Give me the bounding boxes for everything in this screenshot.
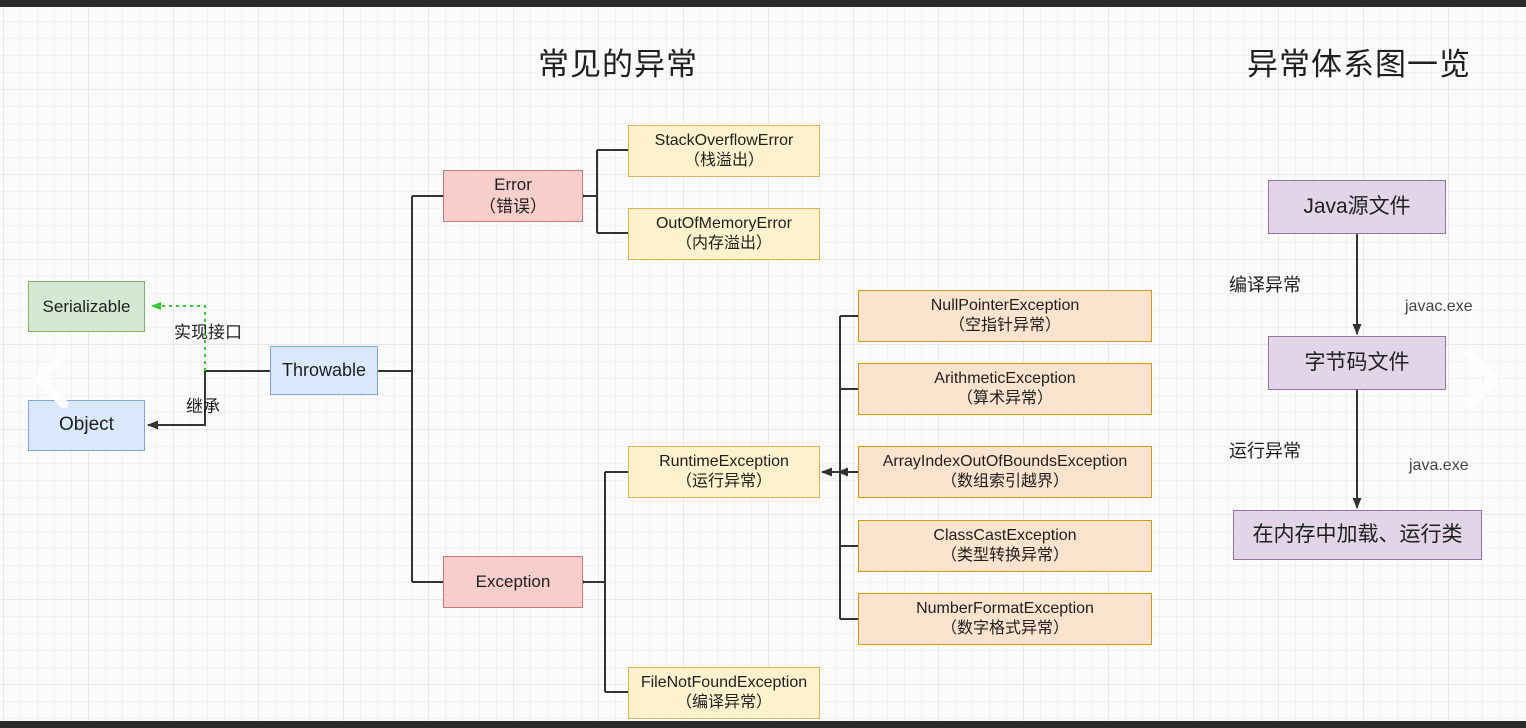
node-stack-overflow-error[interactable]: StackOverflowError （栈溢出）: [628, 125, 820, 177]
pipeline-label-java-exe: java.exe: [1409, 457, 1469, 474]
node-number-format-exception-cn: （数字格式异常）: [940, 620, 1069, 637]
node-java-source-file-label: Java源文件: [1303, 194, 1411, 218]
node-null-pointer-exception-cn: （空指针异常）: [948, 317, 1061, 334]
bottom-letterbox-bar: [0, 721, 1526, 728]
node-load-and-run-in-memory-label: 在内存中加载、运行类: [1252, 522, 1463, 546]
edge-label-extends: 继承: [186, 397, 220, 416]
node-arithmetic-exception-label: ArithmeticException: [934, 369, 1076, 387]
edge-label-implements: 实现接口: [174, 323, 242, 342]
node-stack-overflow-error-cn: （栈溢出）: [683, 152, 764, 169]
node-throwable-label: Throwable: [281, 359, 367, 380]
node-out-of-memory-error[interactable]: OutOfMemoryError （内存溢出）: [628, 208, 820, 260]
node-object-label: Object: [59, 414, 114, 436]
node-exception[interactable]: Exception: [443, 556, 583, 608]
chevron-left-icon: [35, 349, 69, 409]
chevron-right-icon: [1464, 349, 1498, 409]
node-runtime-exception-label: RuntimeException: [659, 452, 789, 470]
pipeline-label-compile-exception: 编译异常: [1229, 275, 1301, 295]
node-java-source-file[interactable]: Java源文件: [1268, 180, 1446, 234]
node-error-label: Error: [494, 175, 532, 195]
node-file-not-found-exception-cn: （编译异常）: [675, 694, 772, 711]
node-load-and-run-in-memory[interactable]: 在内存中加载、运行类: [1233, 510, 1482, 560]
node-array-index-out-of-bounds-exception-label: ArrayIndexOutOfBoundsException: [882, 452, 1128, 470]
left-panel-title: 常见的异常: [538, 47, 698, 82]
node-runtime-exception[interactable]: RuntimeException （运行异常）: [628, 446, 820, 498]
node-error[interactable]: Error （错误）: [443, 170, 583, 222]
node-file-not-found-exception[interactable]: FileNotFoundException （编译异常）: [628, 667, 820, 719]
node-file-not-found-exception-label: FileNotFoundException: [640, 673, 808, 691]
node-array-index-out-of-bounds-exception-cn: （数组索引越界）: [940, 473, 1069, 490]
node-class-cast-exception-cn: （类型转换异常）: [940, 547, 1069, 564]
node-class-cast-exception-label: ClassCastException: [933, 526, 1077, 544]
node-bytecode-file-label: 字节码文件: [1304, 350, 1410, 374]
node-arithmetic-exception[interactable]: ArithmeticException （算术异常）: [858, 363, 1152, 415]
node-class-cast-exception[interactable]: ClassCastException （类型转换异常）: [858, 520, 1152, 572]
node-arithmetic-exception-cn: （算术异常）: [956, 390, 1053, 407]
top-letterbox-bar: [0, 0, 1526, 7]
prev-slide-button[interactable]: [30, 348, 74, 415]
next-slide-button[interactable]: [1459, 348, 1503, 415]
node-null-pointer-exception[interactable]: NullPointerException （空指针异常）: [858, 290, 1152, 342]
node-array-index-out-of-bounds-exception[interactable]: ArrayIndexOutOfBoundsException （数组索引越界）: [858, 446, 1152, 498]
node-null-pointer-exception-label: NullPointerException: [930, 296, 1080, 314]
pipeline-label-javac-exe: javac.exe: [1405, 298, 1473, 315]
node-serializable-label: Serializable: [42, 296, 131, 316]
node-stack-overflow-error-label: StackOverflowError: [654, 131, 794, 149]
node-out-of-memory-error-cn: （内存溢出）: [675, 235, 772, 252]
node-object[interactable]: Object: [28, 400, 145, 451]
node-runtime-exception-cn: （运行异常）: [675, 473, 772, 490]
node-number-format-exception-label: NumberFormatException: [916, 599, 1094, 617]
right-panel-title: 异常体系图一览: [1247, 47, 1471, 82]
node-serializable[interactable]: Serializable: [28, 281, 145, 332]
node-throwable[interactable]: Throwable: [270, 346, 378, 395]
node-out-of-memory-error-label: OutOfMemoryError: [655, 214, 792, 232]
node-bytecode-file[interactable]: 字节码文件: [1268, 336, 1446, 390]
node-exception-label: Exception: [475, 572, 551, 592]
pipeline-label-runtime-exception: 运行异常: [1229, 441, 1301, 461]
node-number-format-exception[interactable]: NumberFormatException （数字格式异常）: [858, 593, 1152, 645]
node-error-cn: （错误）: [479, 197, 547, 216]
